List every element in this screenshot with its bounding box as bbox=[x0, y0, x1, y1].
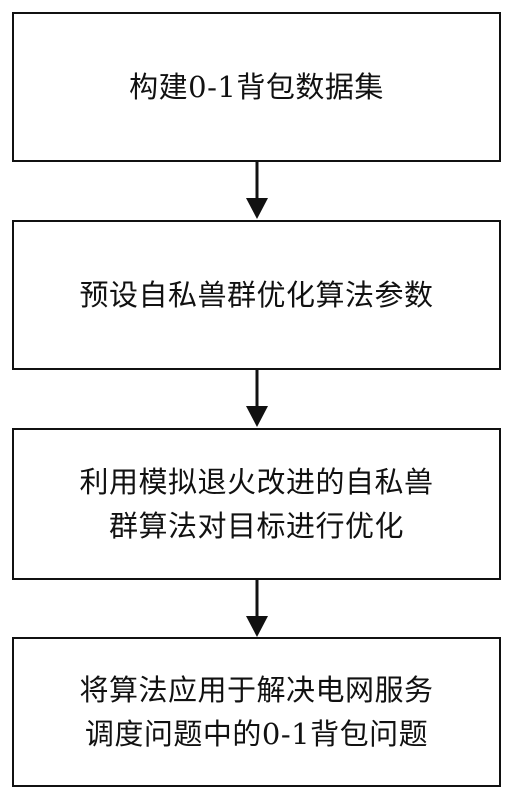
step-box-build-dataset: 构建0-1背包数据集 bbox=[12, 12, 501, 162]
flow-arrow-down-icon bbox=[242, 162, 272, 220]
step-box-optimize-target: 利用模拟退火改进的自私兽 群算法对目标进行优化 bbox=[12, 428, 501, 580]
step-text-line-1: 利用模拟退火改进的自私兽 bbox=[79, 465, 434, 499]
step-box-apply-algorithm: 将算法应用于解决电网服务 调度问题中的0-1背包问题 bbox=[12, 637, 501, 787]
step-text-line-2: 群算法对目标进行优化 bbox=[108, 509, 404, 543]
step-box-preset-parameters: 预设自私兽群优化算法参数 bbox=[12, 220, 501, 370]
flow-arrow-down-icon bbox=[242, 580, 272, 638]
step-text: 预设自私兽群优化算法参数 bbox=[79, 278, 434, 312]
step-text: 构建0-1背包数据集 bbox=[129, 70, 384, 104]
step-text-line-2: 调度问题中的0-1背包问题 bbox=[84, 717, 429, 751]
step-text-line-1: 将算法应用于解决电网服务 bbox=[79, 673, 434, 707]
flow-arrow-down-icon bbox=[242, 370, 272, 428]
